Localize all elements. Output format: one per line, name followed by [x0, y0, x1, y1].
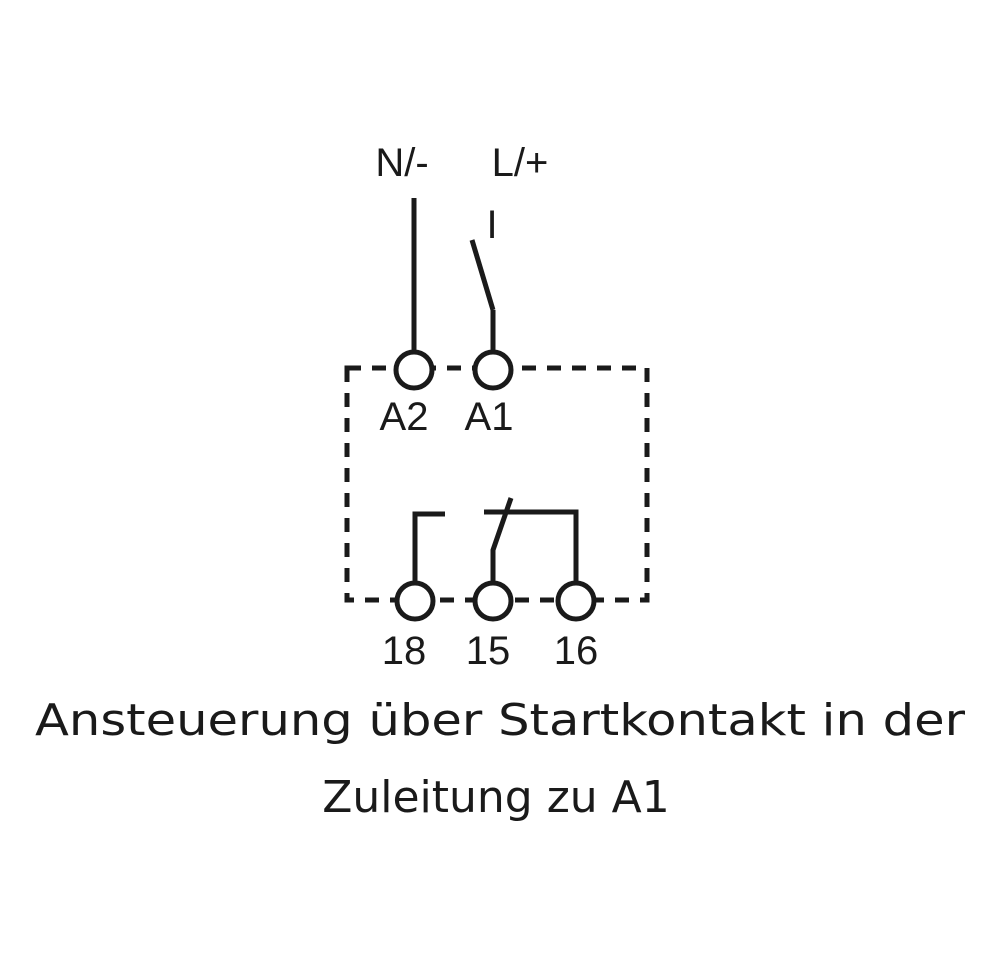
contact-16-branch	[484, 509, 579, 584]
terminal-16	[555, 580, 597, 622]
terminal-18-label: 18	[382, 629, 427, 673]
terminal-16-label: 16	[554, 629, 599, 673]
neutral-label: N/-	[375, 141, 428, 185]
start-contact-switch-arm	[469, 239, 496, 311]
caption-line-1: Ansteuerung über Startkontakt in der	[35, 695, 966, 746]
terminal-15	[472, 580, 514, 622]
terminal-a2-label: A2	[380, 395, 429, 439]
terminal-a1-label: A1	[465, 395, 514, 439]
terminal-18	[394, 580, 436, 622]
line-label: L/+	[492, 141, 549, 185]
contact-15-movable-arm	[490, 497, 514, 584]
terminal-a1	[472, 349, 514, 391]
contact-18-branch	[412, 511, 445, 584]
start-contact-label: I	[486, 203, 497, 247]
terminal-a2	[393, 349, 435, 391]
terminal-15-label: 15	[466, 629, 511, 673]
caption-line-2: Zuleitung zu A1	[322, 772, 670, 823]
